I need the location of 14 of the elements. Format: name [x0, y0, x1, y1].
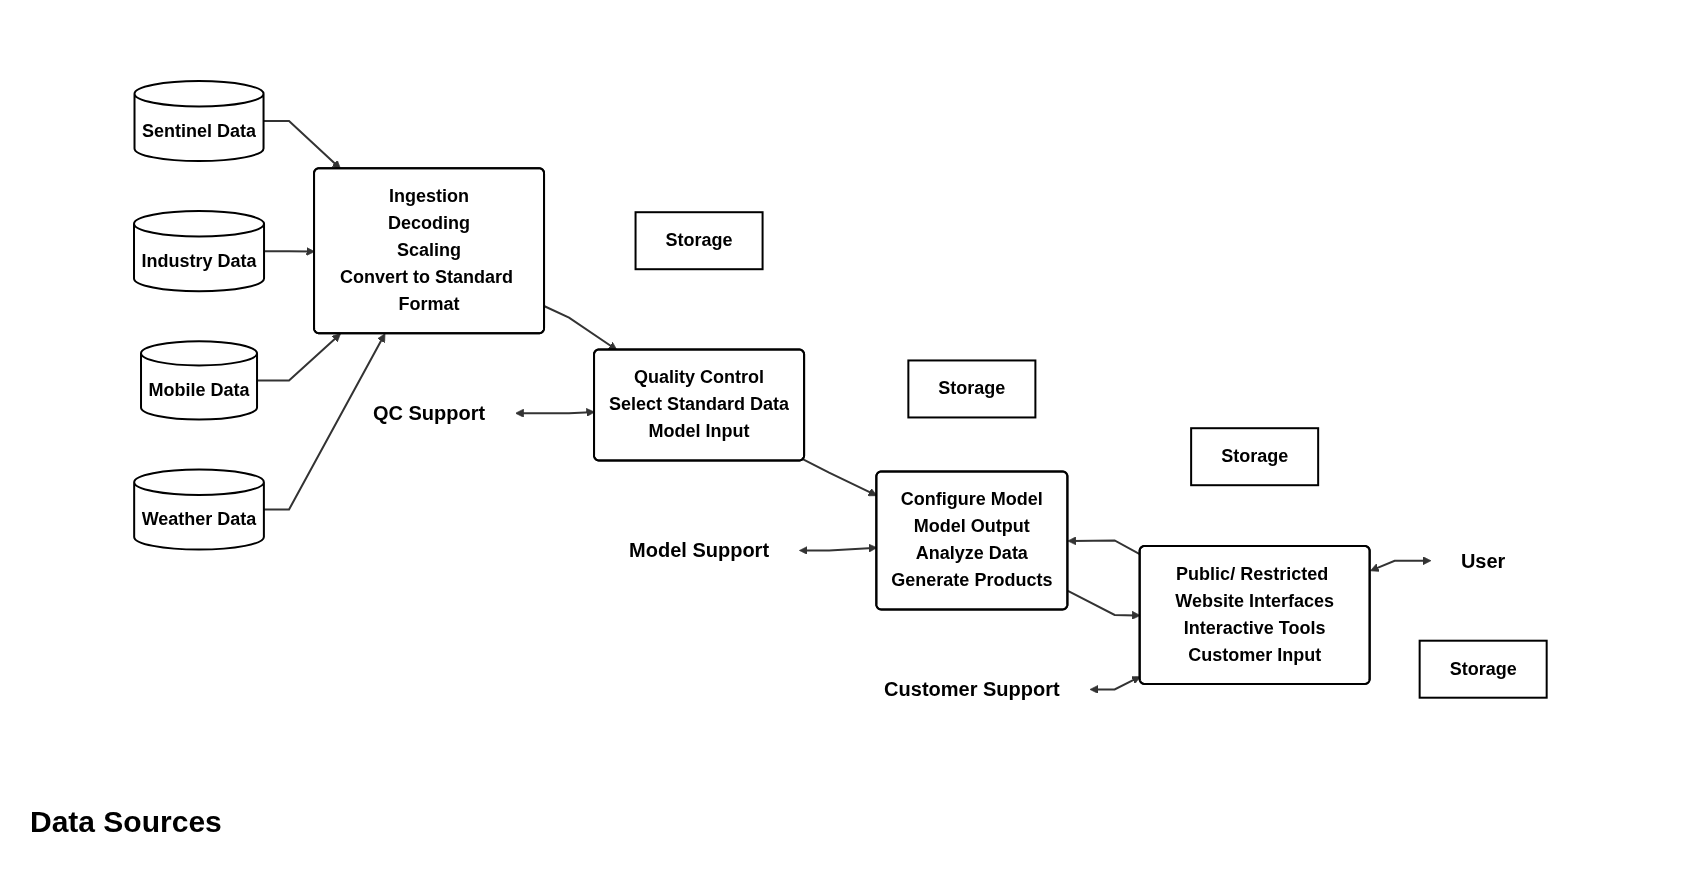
node-box: Storage [634, 211, 764, 270]
arrow [262, 119, 341, 169]
arrow [256, 333, 341, 382]
node-text: User [1461, 549, 1506, 572]
node-box: Storage [907, 359, 1037, 419]
node-box: Storage [1418, 639, 1548, 699]
arrow [263, 333, 386, 511]
node-text: Model Support [629, 539, 770, 562]
node-text: Customer Support [884, 678, 1060, 701]
group-label: Data Sources [30, 805, 222, 839]
arrow [1089, 676, 1141, 694]
arrow [1370, 556, 1432, 572]
node-box: Storage [1190, 426, 1320, 486]
node-text: QC Support [373, 401, 486, 424]
